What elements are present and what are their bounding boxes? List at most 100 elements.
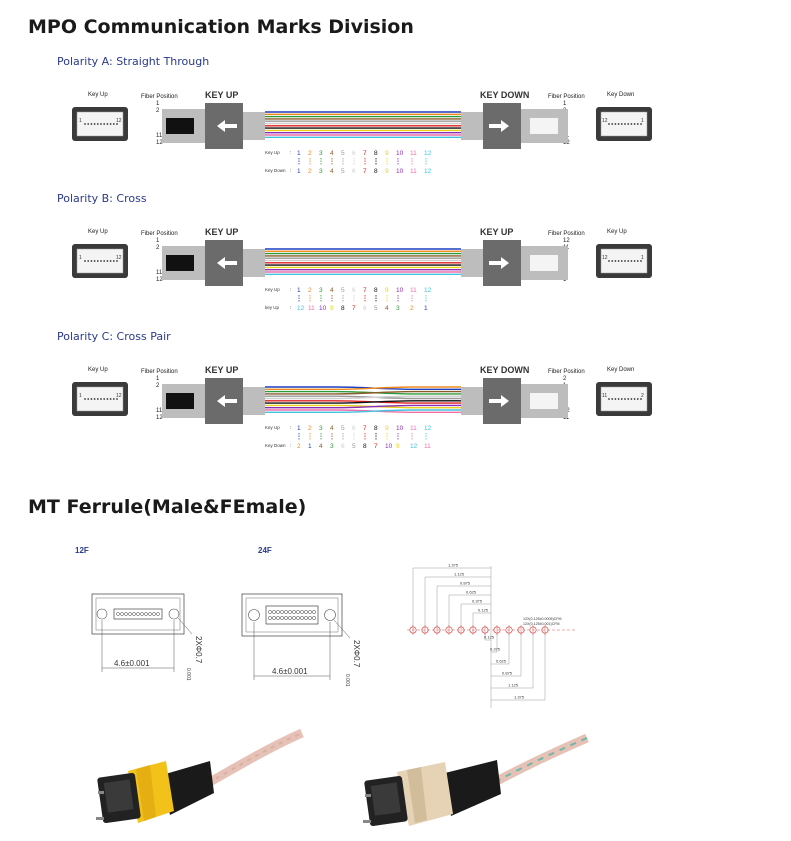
row2-label: Key Down [265,443,286,448]
right-port-num: 1 [641,118,644,124]
row1-label: Key Up [265,425,280,430]
left-port-num: 1 [79,118,82,124]
row2-number: 7 [374,443,378,450]
row1-number: 8 [374,287,378,294]
row2-number: 4 [385,305,389,312]
hole-12f: 2XΦ0.7 [194,636,203,664]
left-fiber-number: 2 [156,108,160,114]
left-port-num: 1 [79,393,82,399]
pitch-dimension: 0.875 [460,581,471,586]
right-key-label: KEY DOWN [480,365,530,375]
row1-number: 9 [385,287,389,294]
row1-number: 8 [374,425,378,432]
row1-number: 10 [396,287,404,294]
left-fiber-number: 1 [156,101,160,107]
right-port-num: 12 [602,255,608,261]
ferrule-24f-label: 24F [258,546,272,555]
left-fiber-number: 1 [156,376,160,382]
row2-number: 5 [374,305,378,312]
row2-number: 4 [330,168,334,175]
row2-number: 2 [297,443,301,450]
row1-number: 10 [396,425,404,432]
row1-number: 1 [297,425,301,432]
tol-24f: 0.001 [344,674,350,687]
row2-label: Key Down [265,168,286,173]
row2-number: 12 [424,168,432,175]
left-key-label: KEY UP [205,90,239,100]
pitch-dimension: 1.125 [454,572,465,577]
svg-text::: : [290,305,291,311]
right-key-label: KEY DOWN [480,90,530,100]
row1-number: 11 [410,287,417,294]
row1-number: 11 [410,150,417,157]
tol-12f: 0.001 [185,668,191,681]
polarity-title: Polarity A: Straight Through [57,55,210,68]
row1-number: 3 [319,150,323,157]
row1-number: 5 [341,425,345,432]
row1-number: 1 [297,150,301,157]
left-port-num: 1 [79,255,82,261]
left-fiber-position-label: Fiber Position [141,94,178,100]
left-key-label: KEY UP [205,365,239,375]
row1-number: 6 [352,425,356,432]
mpo-male-connector-photo [96,728,304,824]
right-port-num: 11 [602,393,607,399]
row2-number: 3 [319,168,323,175]
pitch-dimension: 0.125 [484,635,495,640]
row2-number: 1 [308,443,312,450]
pitch-note: 12X(0.125±0.0005)CFM [523,617,562,621]
left-fiber-position-label: Fiber Position [141,369,178,375]
row2-label: key Up [265,305,280,310]
row2-number: 1 [297,168,301,175]
row1-number: 2 [308,150,312,157]
row1-number: 4 [330,287,334,294]
hole-24f: 2XΦ0.7 [352,640,361,668]
row1-number: 12 [424,287,432,294]
row2-number: 9 [385,168,389,175]
polarity-cable-diagram: 1 12 12 1 [72,240,652,286]
right-port-num: 12 [602,118,608,124]
pitch-dimension: 0.125 [478,608,489,613]
row1-number: 12 [424,425,432,432]
pitch-dimension: 0.625 [496,659,507,664]
row2-number: 10 [396,168,404,175]
row2-number: 12 [410,443,418,450]
svg-text::: : [290,425,291,431]
svg-text::: : [290,150,291,156]
row2-number: 10 [319,305,327,312]
dim-12f: 4.6±0.001 [114,659,150,668]
right-port-label: Key Down [607,367,635,373]
row2-number: 6 [352,168,356,175]
fiber-pitch-drawing: 1.3751.1250.8750.6250.3750.1250.1250.375… [407,563,575,708]
pitch-dimension: 0.625 [466,590,477,595]
row2-number: 11 [424,443,431,450]
row2-number: 7 [363,168,367,175]
row2-number: 8 [363,443,367,450]
row1-number: 8 [374,150,378,157]
dim-24f: 4.6±0.001 [272,667,308,676]
row1-number: 12 [424,150,432,157]
left-fiber-number: 2 [156,383,160,389]
row1-number: 10 [396,150,404,157]
left-fiber-number: 1 [156,238,160,244]
svg-text::: : [290,287,291,293]
left-fiber-number: 12 [156,277,163,283]
row1-number: 6 [352,287,356,294]
row1-number: 4 [330,150,334,157]
row1-number: 7 [363,425,367,432]
row2-number: 2 [308,168,312,175]
ferrule-12f-label: 12F [75,546,89,555]
row2-number: 9 [396,443,400,450]
row1-number: 5 [341,287,345,294]
right-fiber-number: 2 [563,376,567,382]
ferrule-12f-drawing: 4.6±0.001 2XΦ0.7 0.001 [91,593,203,681]
ferrule-24f-drawing: 4.6±0.001 2XΦ0.7 0.001 [241,593,361,687]
heading-mt-ferrule: MT Ferrule(Male&FEmale) [28,496,307,518]
left-fiber-number: 12 [156,415,163,421]
right-key-label: KEY UP [480,227,514,237]
row1-number: 7 [363,150,367,157]
